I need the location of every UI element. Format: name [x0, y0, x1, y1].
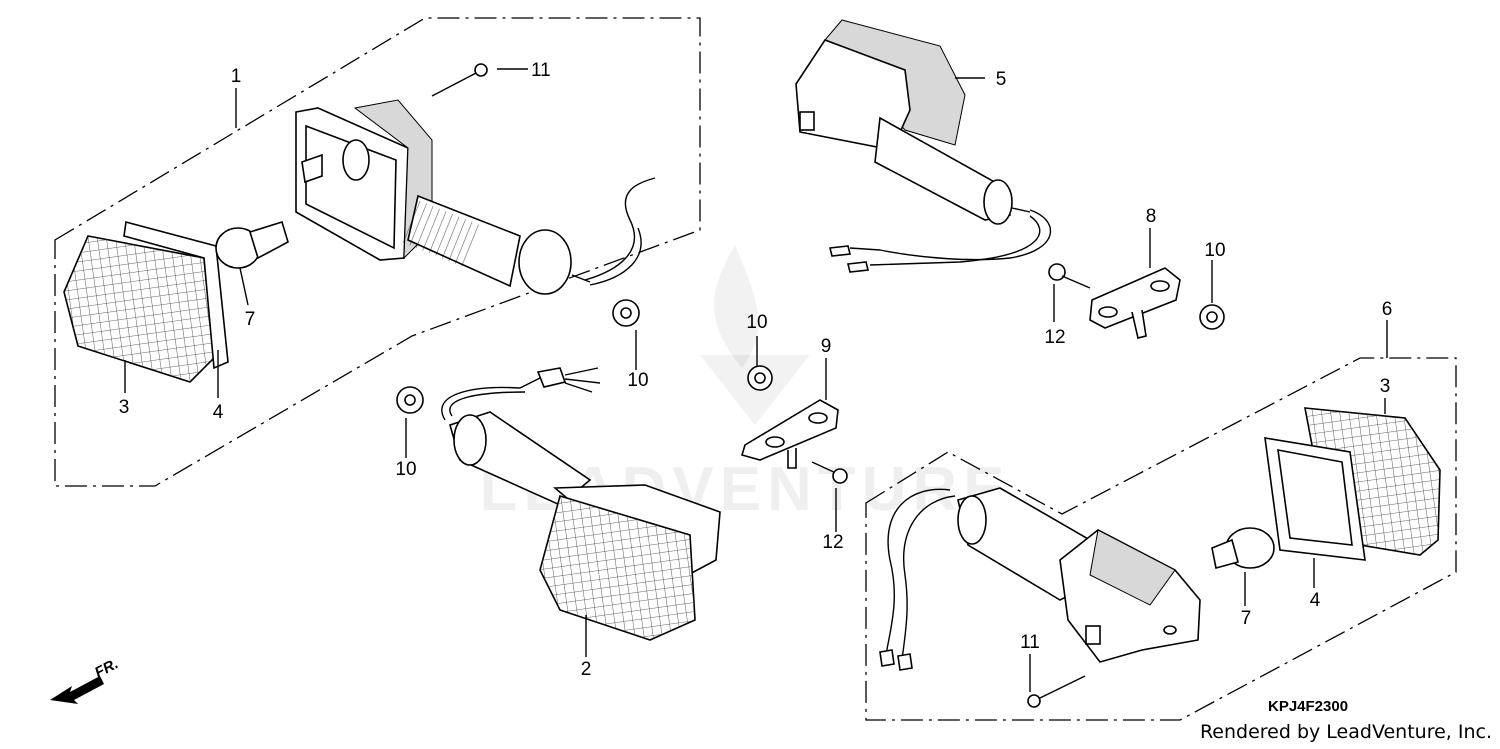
- callout-10-d: 10: [1204, 240, 1225, 261]
- callout-11-upper: 11: [531, 60, 551, 81]
- callout-4-left: 4: [213, 402, 224, 423]
- nut-10-c: [747, 365, 773, 391]
- nut-10-a: [612, 299, 640, 327]
- callout-9: 9: [821, 336, 832, 357]
- lens-3-left: [63, 235, 215, 383]
- callout-4-right: 4: [1310, 590, 1321, 611]
- callout-10-b: 10: [395, 459, 416, 480]
- turn-signal-5: [795, 19, 1052, 273]
- callout-10-c: 10: [746, 312, 767, 333]
- screw-11-upper: [431, 63, 488, 97]
- turn-signal-6: [879, 487, 1201, 671]
- front-direction-arrow: FR.: [50, 655, 121, 704]
- assembly-6-outline: [865, 357, 1457, 721]
- callout-12-upper: 12: [1044, 327, 1065, 348]
- diagram-code: KPJ4F2300: [1268, 698, 1348, 715]
- callout-12-lower: 12: [822, 532, 843, 553]
- bolt-12-upper: [1048, 263, 1091, 289]
- screw-11-lower: [1027, 675, 1086, 708]
- bulb-7-left: [215, 220, 289, 269]
- front-direction-label: FR.: [92, 655, 121, 681]
- bracket-8: [1089, 267, 1181, 339]
- bolt-12-lower: [811, 461, 848, 484]
- leader-lines: [124, 68, 1388, 692]
- callout-3-right: 3: [1380, 376, 1391, 397]
- callout-10-a: 10: [627, 370, 648, 391]
- callout-6: 6: [1382, 299, 1393, 320]
- bulb-7-right: [1211, 527, 1275, 569]
- callout-11-lower: 11: [1020, 632, 1040, 653]
- turn-signal-1-housing: [295, 99, 656, 295]
- callout-5: 5: [996, 69, 1007, 90]
- bracket-9: [740, 399, 839, 469]
- callout-8: 8: [1146, 206, 1157, 227]
- callout-7-right: 7: [1241, 608, 1252, 629]
- callout-7-left: 7: [245, 309, 256, 330]
- nut-10-b: [396, 386, 424, 414]
- callout-3-left: 3: [119, 397, 130, 418]
- credit-text: Rendered by LeadVenture, Inc.: [1200, 721, 1492, 743]
- assembly-1-outline: [54, 17, 701, 487]
- nut-10-d: [1199, 304, 1225, 330]
- callout-1: 1: [231, 66, 242, 87]
- callout-2: 2: [581, 659, 592, 680]
- gasket-4-right: [1264, 437, 1366, 561]
- turn-signal-2: [441, 367, 721, 641]
